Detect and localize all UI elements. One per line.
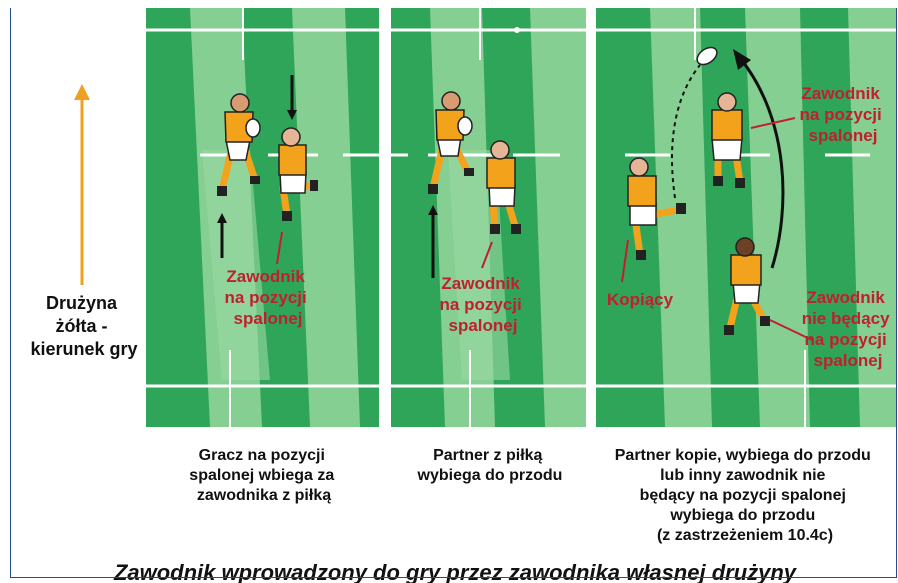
- panel-2: Zawodnik na pozycji spalonej Partner z p…: [343, 8, 586, 484]
- label-line: na pozycji: [805, 330, 887, 349]
- label-line: Kopiący: [607, 290, 674, 309]
- caption-line: Partner z piłką: [433, 447, 542, 464]
- side-label-line: żółta -: [55, 316, 107, 336]
- label-line: Zawodnik: [441, 274, 520, 293]
- caption-line: będący na pozycji spalonej: [640, 487, 846, 504]
- label-line: spalonej: [814, 351, 883, 370]
- pitch-2: [343, 8, 586, 427]
- label-line: Zawodnik: [801, 84, 880, 103]
- run-arrow: [738, 57, 785, 269]
- label-line: Zawodnik: [806, 288, 885, 307]
- offside-player-label: Zawodnik na pozycji spalonej: [800, 84, 887, 145]
- panel-caption: Gracz na pozycji spalonej wbiega za zawo…: [189, 447, 338, 504]
- caption-line: wybiega do przodu: [669, 507, 815, 524]
- rugby-ball: [696, 46, 718, 66]
- caption-line: spalonej wbiega za: [189, 467, 334, 484]
- label-pointer: [769, 319, 813, 341]
- player-offside: [711, 92, 745, 188]
- caption-line: lub inny zawodnik nie: [660, 467, 825, 484]
- panel-1: Zawodnik na pozycji spalonej Gracz na po…: [146, 8, 379, 504]
- label-line: spalonej: [234, 309, 303, 328]
- caption-line: (z zastrzeżeniem 10.4c): [657, 527, 833, 544]
- panel-3: Zawodnik na pozycji spalonej Kopiący Zaw…: [596, 8, 897, 544]
- label-pointer: [621, 239, 629, 283]
- label-line: na pozycji: [440, 295, 522, 314]
- footer-title: Zawodnik wprowadzony do gry przez zawodn…: [113, 560, 798, 583]
- caption-line: Partner kopie, wybiega do przodu: [615, 447, 871, 464]
- pitch-1: [146, 8, 379, 427]
- onside-player-label: Zawodnik nie będący na pozycji spalonej: [802, 288, 895, 370]
- label-line: Zawodnik: [226, 267, 305, 286]
- side-label: Drużyna żółta - kierunek gry: [30, 293, 137, 359]
- run-arrow-head: [733, 49, 751, 70]
- caption-line: Gracz na pozycji: [199, 447, 325, 464]
- label-line: na pozycji: [800, 105, 882, 124]
- kicker-label: Kopiący: [607, 290, 674, 309]
- label-pointer: [750, 117, 796, 129]
- caption-line: wybiega do przodu: [417, 467, 563, 484]
- player-kicker: [627, 157, 686, 260]
- side-label-line: kierunek gry: [30, 339, 137, 359]
- player-onside: [724, 237, 770, 335]
- panel-caption: Partner kopie, wybiega do przodu lub inn…: [615, 447, 876, 544]
- player-offside: [278, 127, 318, 221]
- caption-line: zawodnika z piłką: [197, 487, 331, 504]
- player-ball-carrier: [428, 91, 474, 194]
- label-line: spalonej: [449, 316, 518, 335]
- player-offside: [486, 140, 521, 234]
- label-line: spalonej: [809, 126, 878, 145]
- panel-caption: Partner z piłką wybiega do przodu: [417, 447, 563, 484]
- offside-player-label: Zawodnik na pozycji spalonej: [440, 274, 527, 335]
- label-pointer: [481, 241, 493, 269]
- label-pointer: [276, 231, 283, 265]
- label-line: na pozycji: [225, 288, 307, 307]
- offside-player-label: Zawodnik na pozycji spalonej: [225, 267, 312, 328]
- player-ball-carrier: [217, 93, 261, 196]
- kick-trajectory: [671, 64, 701, 199]
- side-label-line: Drużyna: [46, 293, 118, 313]
- label-line: nie będący: [802, 309, 890, 328]
- direction-arrow: [74, 84, 90, 285]
